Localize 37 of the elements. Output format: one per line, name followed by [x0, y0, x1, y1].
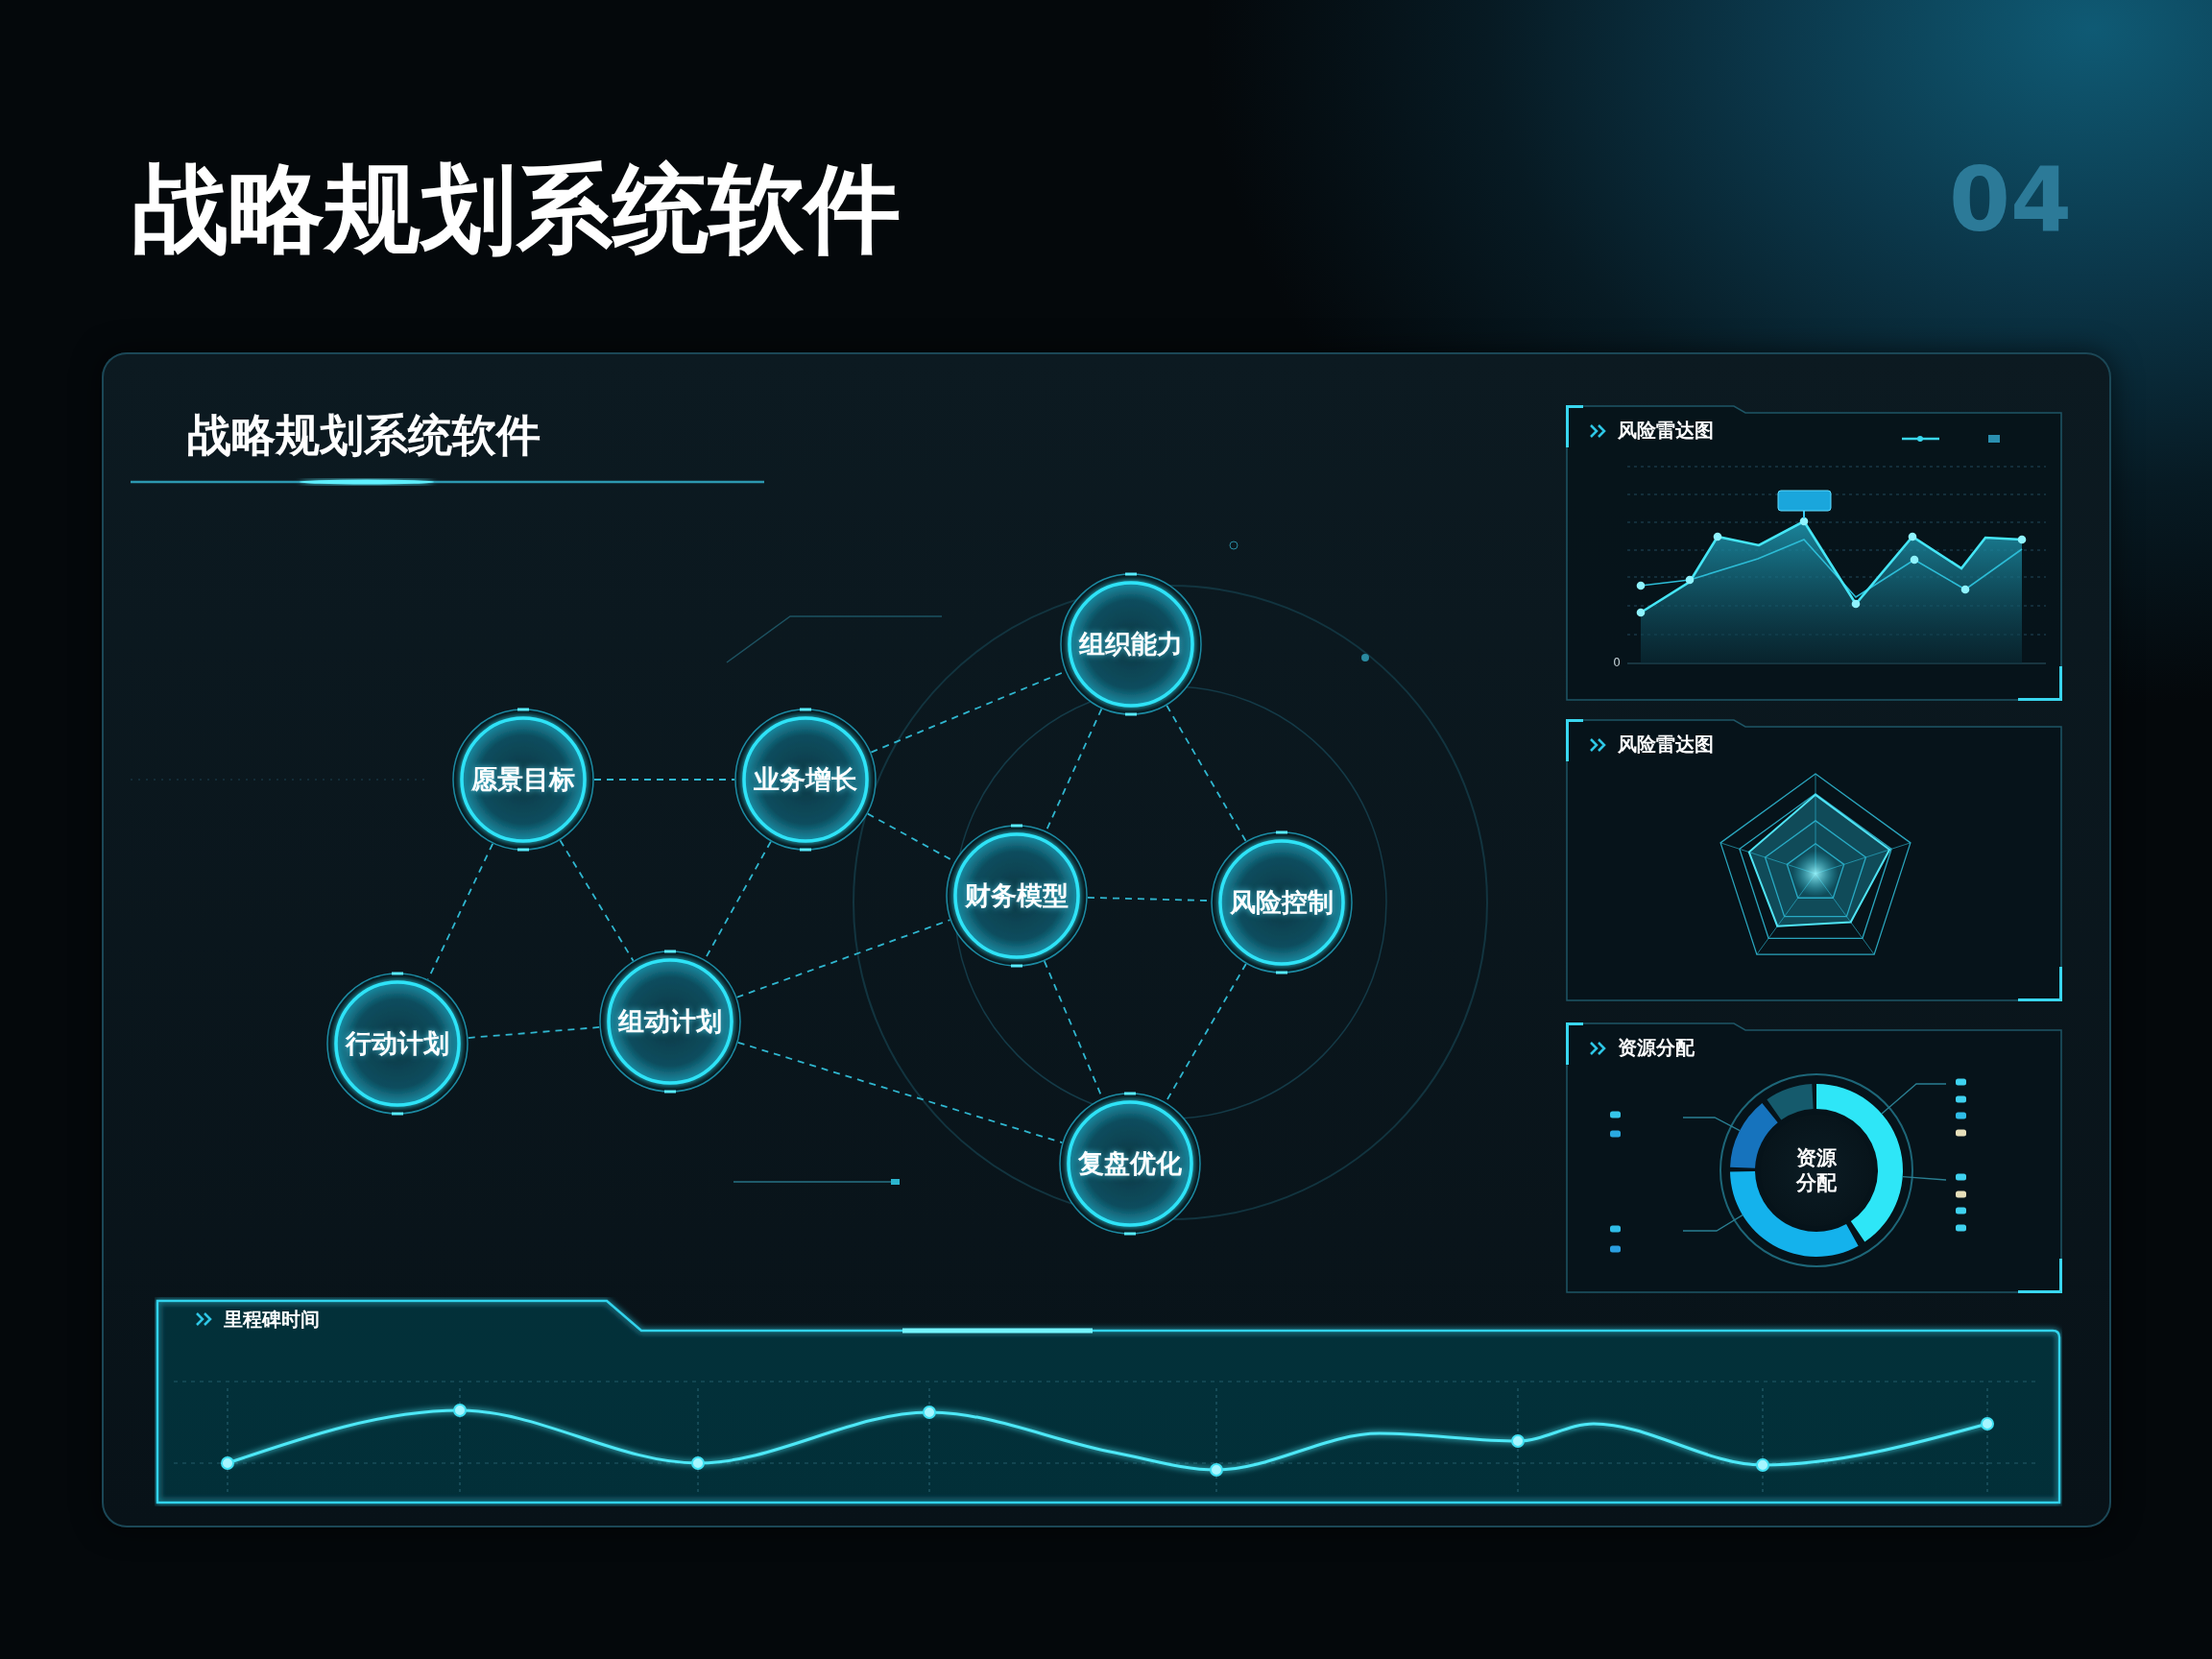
dashed-connector	[426, 842, 494, 981]
node-label: 行动计划	[346, 1027, 449, 1060]
dashed-connector	[593, 779, 735, 781]
panel-title: 资源分配	[1618, 1035, 1695, 1061]
panel-title: 风险雷达图	[1618, 732, 1714, 757]
center-label: 资源分配	[1796, 1144, 1837, 1196]
donut-segment	[1730, 1103, 1778, 1168]
chart-panel	[1566, 405, 2062, 701]
dashed-connector	[1166, 705, 1247, 842]
node-label: 业务增长	[754, 763, 857, 796]
timeline-panel	[155, 1297, 2062, 1506]
dashed-connector	[467, 1026, 601, 1039]
node-label: 风险控制	[1230, 886, 1334, 919]
node-label: 组动计划	[618, 1005, 722, 1038]
dashed-connector	[735, 919, 951, 998]
leader-line	[1881, 1083, 1947, 1115]
panel-title: 风险雷达图	[1618, 418, 1714, 444]
donut-segment	[1730, 1171, 1859, 1257]
node-label: 组织能力	[1079, 628, 1183, 661]
chart-panel	[1566, 1022, 2062, 1293]
node-label: 财务模型	[965, 879, 1069, 912]
page-title: 战略规划系统软件	[132, 152, 901, 267]
chart-panel	[1566, 719, 2062, 1001]
node-label: 愿景目标	[471, 763, 575, 796]
leader-line	[1682, 1214, 1743, 1232]
leader-line	[1682, 1117, 1741, 1132]
panel-title: 战略规划系统软件	[187, 408, 541, 463]
axis-tick-label: 0	[1613, 657, 1621, 670]
leader-line	[1902, 1176, 1947, 1181]
dashed-connector	[736, 1041, 1064, 1144]
panel-title: 里程碑时间	[224, 1307, 320, 1333]
dashboard-panel	[102, 352, 2111, 1527]
page-number: 04	[1949, 152, 2073, 250]
donut-segment	[1767, 1084, 1814, 1120]
dashed-connector	[559, 839, 635, 962]
node-label: 复盘优化	[1078, 1147, 1182, 1180]
donut-segment	[1816, 1084, 1903, 1242]
